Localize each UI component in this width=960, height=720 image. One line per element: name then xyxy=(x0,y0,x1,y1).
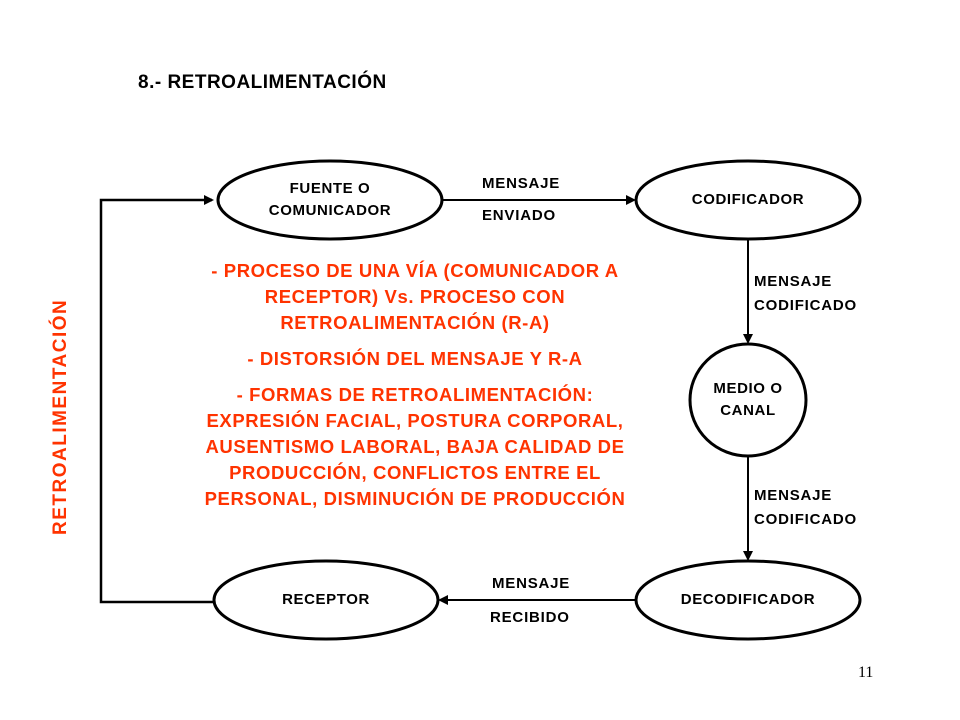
node-channel-line-1: MEDIO O xyxy=(713,380,783,397)
node-channel-label: MEDIO O CANAL xyxy=(690,372,806,428)
note-2: - DISTORSIÓN DEL MENSAJE Y R-A xyxy=(150,346,680,372)
edge-encoded-2-label: MENSAJE CODIFICADO xyxy=(754,486,857,530)
edge-encoded-1-label: MENSAJE CODIFICADO xyxy=(754,272,857,316)
note-3-line-3: AUSENTISMO LABORAL, BAJA CALIDAD DE xyxy=(205,436,625,457)
edge-sent-label-bottom: ENVIADO xyxy=(482,207,556,224)
node-decoder-line-1: DECODIFICADOR xyxy=(680,591,816,608)
note-1: - PROCESO DE UNA VÍA (COMUNICADOR A RECE… xyxy=(150,258,680,336)
feedback-loop-arrow xyxy=(99,195,214,604)
edge-encoded-2-line-2: CODIFICADO xyxy=(754,511,857,528)
note-1-line-1: - PROCESO DE UNA VÍA (COMUNICADOR A xyxy=(211,260,619,281)
node-encoder-label: CODIFICADOR xyxy=(636,170,860,230)
page-number: 11 xyxy=(858,664,874,681)
edge-encoded-2-line-1: MENSAJE xyxy=(754,487,833,504)
node-receiver-label: RECEPTOR xyxy=(214,570,438,630)
note-3-line-5: PERSONAL, DISMINUCIÓN DE PRODUCCIÓN xyxy=(204,488,626,509)
node-source-line-1: FUENTE O xyxy=(289,180,371,197)
node-source-label: FUENTE O COMUNICADOR xyxy=(218,170,442,230)
edge-received-label-bottom: RECIBIDO xyxy=(490,609,570,626)
note-3-line-4: PRODUCCIÓN, CONFLICTOS ENTRE EL xyxy=(229,462,601,483)
notes-block: - PROCESO DE UNA VÍA (COMUNICADOR A RECE… xyxy=(150,258,680,512)
node-source-line-2: COMUNICADOR xyxy=(268,202,392,219)
edge-sent-label-top: MENSAJE xyxy=(482,175,561,192)
note-1-line-3: RETROALIMENTACIÓN (R-A) xyxy=(280,312,550,333)
edge-encoded-1-line-1: MENSAJE xyxy=(754,273,833,290)
node-decoder-label: DECODIFICADOR xyxy=(636,570,860,630)
node-channel-line-2: CANAL xyxy=(720,402,776,419)
edge-received-label-top: MENSAJE xyxy=(492,575,571,592)
note-3: - FORMAS DE RETROALIMENTACIÓN: EXPRESIÓN… xyxy=(150,382,680,512)
note-2-line-1: - DISTORSIÓN DEL MENSAJE Y R-A xyxy=(247,348,583,369)
page-title: 8.- RETROALIMENTACIÓN xyxy=(138,72,387,93)
note-3-line-1: - FORMAS DE RETROALIMENTACIÓN: xyxy=(236,384,594,405)
feedback-label: RETROALIMENTACIÓN xyxy=(50,298,71,535)
note-1-line-2: RECEPTOR) Vs. PROCESO CON xyxy=(264,286,566,307)
node-receiver-line-1: RECEPTOR xyxy=(282,591,370,608)
edge-encoded-1-line-2: CODIFICADO xyxy=(754,297,857,314)
note-3-line-2: EXPRESIÓN FACIAL, POSTURA CORPORAL, xyxy=(206,410,624,431)
node-encoder-line-1: CODIFICADOR xyxy=(691,191,805,208)
